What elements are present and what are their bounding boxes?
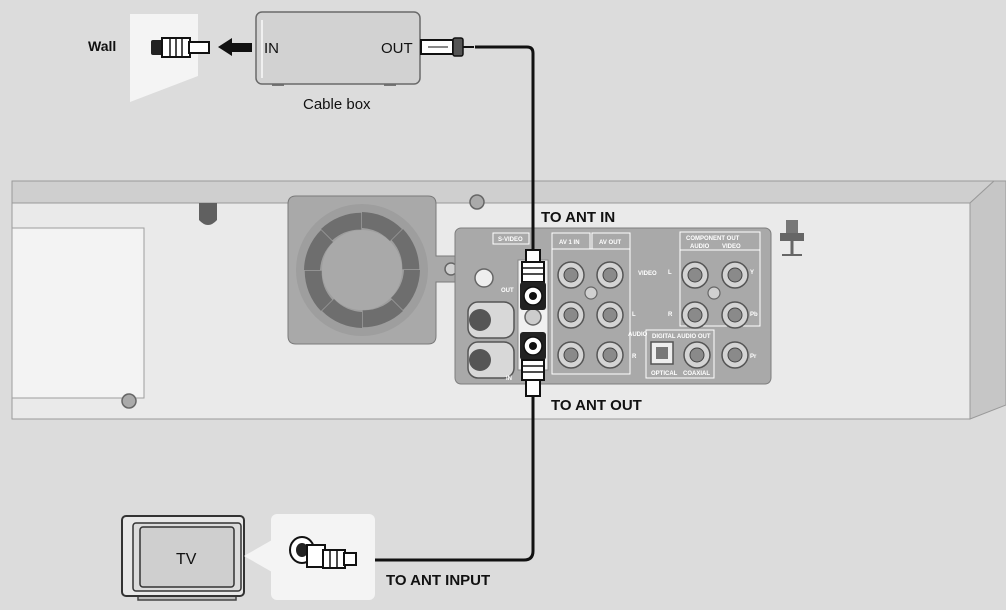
s-video-in-label: IN bbox=[506, 376, 512, 382]
audio-right-label: R bbox=[632, 354, 637, 360]
to-ant-out-label: TO ANT OUT bbox=[551, 397, 642, 414]
pb-label: Pb bbox=[750, 312, 758, 318]
rca-jack-center bbox=[727, 347, 743, 363]
ground-terminal-icon bbox=[780, 220, 804, 256]
signal-arrow-icon bbox=[218, 38, 252, 56]
rca-jack-center bbox=[602, 307, 618, 323]
cable-box bbox=[255, 11, 421, 86]
cable-box-in-label: IN bbox=[264, 40, 279, 57]
cable-box-out-connector bbox=[420, 37, 474, 57]
fan-slot bbox=[391, 228, 420, 270]
rca-jack-center bbox=[687, 307, 703, 323]
component-audio-label: AUDIO bbox=[690, 244, 710, 250]
rca-jack-center bbox=[602, 347, 618, 363]
component-video-label: VIDEO bbox=[722, 244, 741, 250]
cable-to-ant-in bbox=[475, 45, 535, 250]
fan-slot bbox=[320, 212, 362, 241]
cable-box-out-label: OUT bbox=[381, 40, 413, 57]
rca-jack-center bbox=[689, 347, 705, 363]
component-left-label: L bbox=[668, 270, 672, 276]
wall-coax-connector bbox=[151, 37, 210, 58]
av-out-label: AV OUT bbox=[599, 240, 622, 246]
fan-grill bbox=[287, 195, 463, 345]
audio-label: AUDIO bbox=[628, 332, 648, 338]
tv-label: TV bbox=[176, 551, 197, 568]
cable-box-label: Cable box bbox=[303, 96, 371, 113]
component-out-label: COMPONENT OUT bbox=[686, 236, 740, 242]
coaxial-label: COAXIAL bbox=[683, 371, 710, 377]
av1-in-label: AV 1 IN bbox=[559, 240, 580, 246]
connector-panel: S-VIDEO OUT IN AV 1 IN AV OUT VIDEO L AU… bbox=[454, 227, 772, 385]
rca-jack-center bbox=[602, 267, 618, 283]
rca-jack-center bbox=[727, 307, 743, 323]
ant-in-plug bbox=[520, 249, 546, 310]
to-ant-in-label: TO ANT IN bbox=[541, 209, 615, 226]
rca-jack-center bbox=[687, 267, 703, 283]
to-ant-input-label: TO ANT INPUT bbox=[386, 572, 490, 589]
tv-set bbox=[121, 515, 245, 601]
digital-audio-out-label: DIGITAL AUDIO OUT bbox=[652, 334, 711, 340]
rca-jack-center bbox=[563, 267, 579, 283]
pr-label: Pr bbox=[750, 354, 757, 360]
fan-slot bbox=[391, 270, 420, 310]
video-label: VIDEO bbox=[638, 271, 657, 277]
fan-slot bbox=[304, 230, 333, 270]
ant-out-plug bbox=[520, 332, 546, 397]
audio-left-label: L bbox=[632, 312, 636, 318]
rca-jack-center bbox=[563, 347, 579, 363]
tv-coax-connector bbox=[289, 536, 357, 569]
y-label: Y bbox=[750, 270, 754, 276]
cable-to-tv bbox=[353, 395, 535, 562]
rca-jack-center bbox=[563, 307, 579, 323]
fan-slot bbox=[304, 270, 333, 312]
wall-label: Wall bbox=[88, 38, 116, 54]
s-video-label: S-VIDEO bbox=[498, 237, 523, 243]
optical-label: OPTICAL bbox=[651, 371, 678, 377]
rca-jack-center bbox=[727, 267, 743, 283]
component-right-label: R bbox=[668, 312, 673, 318]
fan-slot bbox=[362, 299, 404, 328]
fan-slot bbox=[362, 212, 402, 241]
fan-slot bbox=[322, 299, 362, 328]
s-video-out-label: OUT bbox=[501, 288, 514, 294]
